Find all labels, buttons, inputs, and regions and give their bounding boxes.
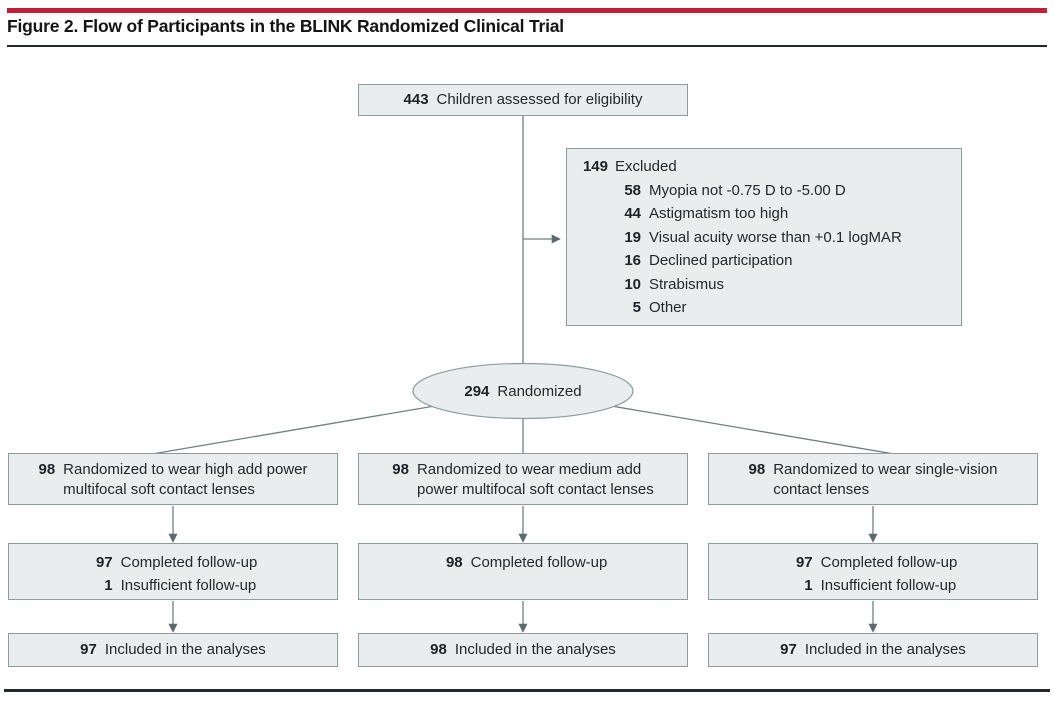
excluded-reason-row: 10 Strabismus — [578, 273, 961, 297]
arm-label-line2: power multifocal soft contact lenses — [416, 481, 654, 498]
medium-add-analysis-box: 98 Included in the analyses — [358, 633, 688, 667]
excluded-reason-row: 58 Myopia not -0.75 D to -5.00 D — [578, 179, 961, 203]
reason-label: Declined participation — [649, 252, 793, 269]
excluded-header-row: 149 Excluded — [578, 155, 961, 179]
arm-count: 98 — [748, 461, 766, 478]
reason-label: Other — [649, 299, 687, 316]
reason-count: 58 — [624, 181, 641, 199]
reason-count: 44 — [624, 205, 641, 222]
analysis-count: 97 — [80, 641, 97, 658]
reason-count: 19 — [624, 228, 641, 246]
reason-label: Myopia not -0.75 D to -5.00 D — [649, 181, 846, 199]
followup-row: 1 Insufficient follow-up — [789, 574, 958, 597]
followup-label: Insufficient follow-up — [820, 577, 957, 594]
figure-title: Figure 2. Flow of Participants in the BL… — [7, 16, 564, 36]
randomized-label: Randomized — [497, 383, 582, 400]
eligibility-label: Children assessed for eligibility — [436, 91, 643, 108]
high-add-followup-box: 97 Completed follow-up 1 Insufficient foll… — [8, 543, 338, 600]
high-add-arm-box: 98 Randomized to wear high add power mult… — [8, 453, 338, 505]
arm-label: Randomized to wear medium add power multi… — [417, 460, 654, 504]
medium-add-followup-box: 98 Completed follow-up — [358, 543, 688, 600]
analysis-label: Included in the analyses — [454, 641, 616, 658]
reason-count: 10 — [624, 275, 641, 293]
followup-rows: 98 Completed follow-up — [439, 551, 608, 574]
arm-label: Randomized to wear high add power multifo… — [63, 460, 307, 504]
excluded-label: Excluded — [615, 158, 677, 175]
reason-count: 5 — [632, 299, 641, 316]
followup-count: 98 — [445, 554, 463, 571]
eligibility-box: 443 Children assessed for eligibility — [358, 84, 688, 116]
analysis-label: Included in the analyses — [804, 641, 966, 658]
excluded-box: 149 Excluded 58 Myopia not -0.75 D to -5.0… — [566, 148, 962, 326]
arm-label-line2: contact lenses — [773, 481, 870, 498]
followup-count: 97 — [95, 554, 113, 571]
arm-count: 98 — [38, 461, 56, 478]
arm-label-line2: multifocal soft contact lenses — [63, 481, 255, 498]
followup-row: 1 Insufficient follow-up — [89, 574, 258, 597]
reason-label: Astigmatism too high — [649, 205, 789, 222]
analysis-count: 98 — [430, 641, 447, 658]
followup-rows: 97 Completed follow-up 1 Insufficient foll… — [789, 551, 958, 597]
arm-count: 98 — [392, 461, 409, 478]
single-vision-arm-box: 98 Randomized to wear single-vision conta… — [708, 453, 1038, 505]
followup-label: Completed follow-up — [120, 554, 258, 571]
analysis-count: 97 — [780, 641, 797, 658]
arm-label-line1: Randomized to wear medium add — [416, 461, 642, 478]
reason-label: Strabismus — [649, 275, 725, 293]
eligibility-count: 443 — [403, 91, 429, 108]
high-add-analysis-box: 97 Included in the analyses — [8, 633, 338, 667]
analysis-label: Included in the analyses — [104, 641, 266, 658]
arm-label: Randomized to wear single-vision contact … — [773, 460, 997, 504]
arm-label-line1: Randomized to wear high add power — [63, 461, 308, 478]
followup-label: Completed follow-up — [820, 554, 958, 571]
bottom-rule — [4, 689, 1050, 692]
reason-count: 16 — [624, 252, 641, 269]
randomized-ellipse — [412, 362, 634, 420]
excluded-reason-row: 19 Visual acuity worse than +0.1 logMAR — [578, 226, 961, 250]
followup-row: 97 Completed follow-up — [789, 551, 958, 574]
followup-rows: 97 Completed follow-up 1 Insufficient foll… — [89, 551, 258, 597]
single-vision-analysis-box: 97 Included in the analyses — [708, 633, 1038, 667]
followup-row: 97 Completed follow-up — [89, 551, 258, 574]
randomized-label-group: 294 Randomized — [413, 364, 633, 419]
excluded-reason-row: 5 Other — [578, 296, 961, 320]
top-red-rule — [7, 8, 1047, 13]
excluded-count: 149 — [582, 158, 608, 175]
title-divider-rule — [7, 45, 1047, 47]
randomized-count: 294 — [464, 383, 490, 400]
excluded-reason-row: 44 Astigmatism too high — [578, 202, 961, 226]
followup-label: Insufficient follow-up — [120, 577, 257, 594]
excluded-reason-row: 16 Declined participation — [578, 249, 961, 273]
arm-label-line1: Randomized to wear single-vision — [773, 461, 998, 478]
single-vision-followup-box: 97 Completed follow-up 1 Insufficient foll… — [708, 543, 1038, 600]
medium-add-arm-box: 98 Randomized to wear medium add power mu… — [358, 453, 688, 505]
followup-count: 97 — [795, 554, 813, 571]
reason-label: Visual acuity worse than +0.1 logMAR — [649, 228, 902, 246]
followup-count: 1 — [104, 577, 113, 594]
followup-row: 98 Completed follow-up — [439, 551, 608, 574]
followup-label: Completed follow-up — [470, 554, 608, 571]
followup-count: 1 — [804, 577, 813, 594]
